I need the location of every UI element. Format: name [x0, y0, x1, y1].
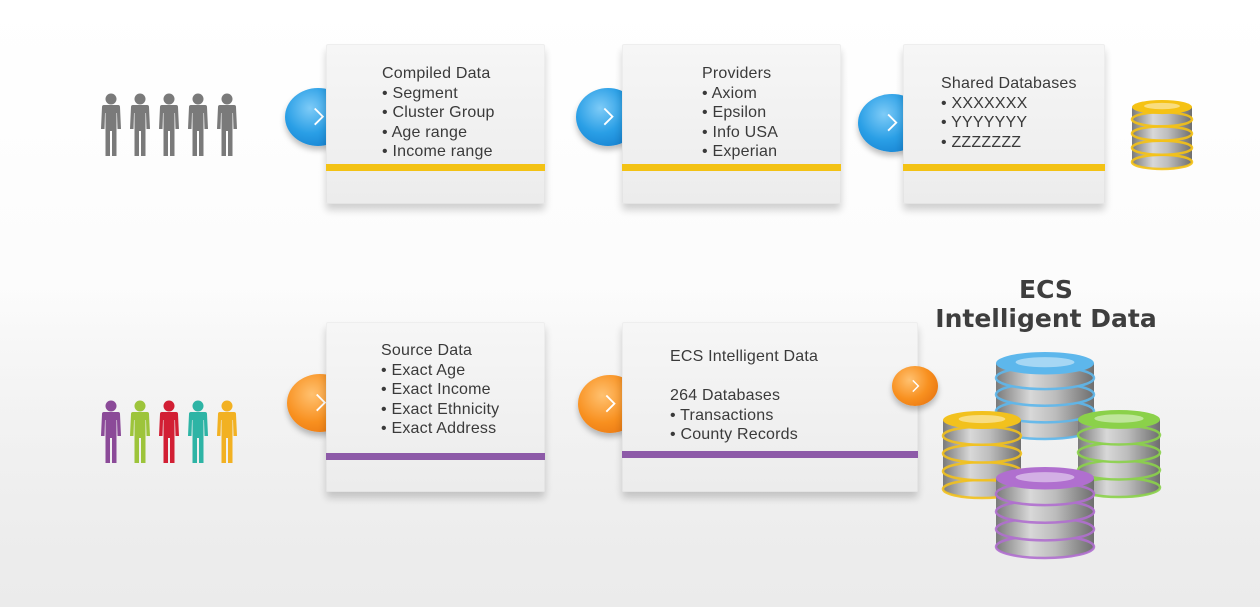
list-item: • Age range	[382, 123, 468, 141]
card-title: Compiled Data	[382, 65, 491, 82]
person-icon	[157, 93, 181, 157]
list-item: • XXXXXXX	[941, 94, 1028, 112]
person-icon	[215, 93, 239, 157]
result-title-line1: ECS	[1019, 275, 1073, 304]
person-icon	[215, 400, 239, 464]
list-item: 264 Databases	[670, 387, 781, 404]
list-item: • Epsilon	[702, 104, 767, 121]
person-icon	[186, 93, 210, 157]
people-group-colored	[99, 400, 239, 464]
providers-card: Providers • Axiom • Epsilon • Info USA •…	[622, 44, 841, 204]
chevron-right-icon	[892, 366, 938, 406]
list-item: • Cluster Group	[382, 104, 495, 121]
shared-databases-card: Shared Databases • XXXXXXX • YYYYYYY • Z…	[903, 44, 1105, 204]
card-accent-bar	[326, 453, 545, 460]
card-title: Shared Databases	[941, 75, 1077, 92]
card-accent-bar	[622, 164, 841, 171]
source-data-card: Source Data • Exact Age • Exact Income •…	[326, 322, 545, 492]
ecs-intelligent-data-card: ECS Intelligent Data 264 Databases • Tra…	[622, 322, 918, 492]
spacer	[670, 367, 818, 387]
list-item: • County Records	[670, 426, 798, 443]
card-title: Source Data	[381, 342, 473, 359]
list-item: • Exact Ethnicity	[381, 400, 500, 418]
list-item: • YYYYYYY	[941, 114, 1028, 131]
card-accent-bar	[326, 164, 545, 171]
list-item: • Exact Address	[381, 420, 497, 437]
people-group-gray	[99, 93, 239, 157]
list-item: • ZZZZZZZ	[941, 133, 1022, 151]
list-item: • Exact Age	[381, 361, 466, 379]
card-title: ECS Intelligent Data	[670, 348, 819, 365]
card-title: Providers	[702, 65, 772, 82]
list-item: • Axiom	[702, 84, 758, 102]
list-item: • Income range	[382, 143, 493, 160]
card-accent-bar	[622, 451, 918, 458]
person-icon	[128, 400, 152, 464]
card-accent-bar	[903, 164, 1105, 171]
list-item: • Exact Income	[381, 381, 491, 398]
result-title: ECS Intelligent Data	[918, 275, 1174, 333]
person-icon	[186, 400, 210, 464]
list-item: • Transactions	[670, 406, 774, 424]
list-item: • Experian	[702, 143, 778, 160]
list-item: • Info USA	[702, 123, 779, 141]
compiled-data-card: Compiled Data • Segment • Cluster Group …	[326, 44, 545, 204]
database-icon	[994, 466, 1096, 562]
result-title-line2: Intelligent Data	[935, 304, 1157, 333]
person-icon	[128, 93, 152, 157]
database-icon	[1076, 409, 1162, 501]
database-icon	[1130, 99, 1194, 173]
person-icon	[99, 400, 123, 464]
list-item: • Segment	[382, 84, 458, 102]
person-icon	[157, 400, 181, 464]
person-icon	[99, 93, 123, 157]
